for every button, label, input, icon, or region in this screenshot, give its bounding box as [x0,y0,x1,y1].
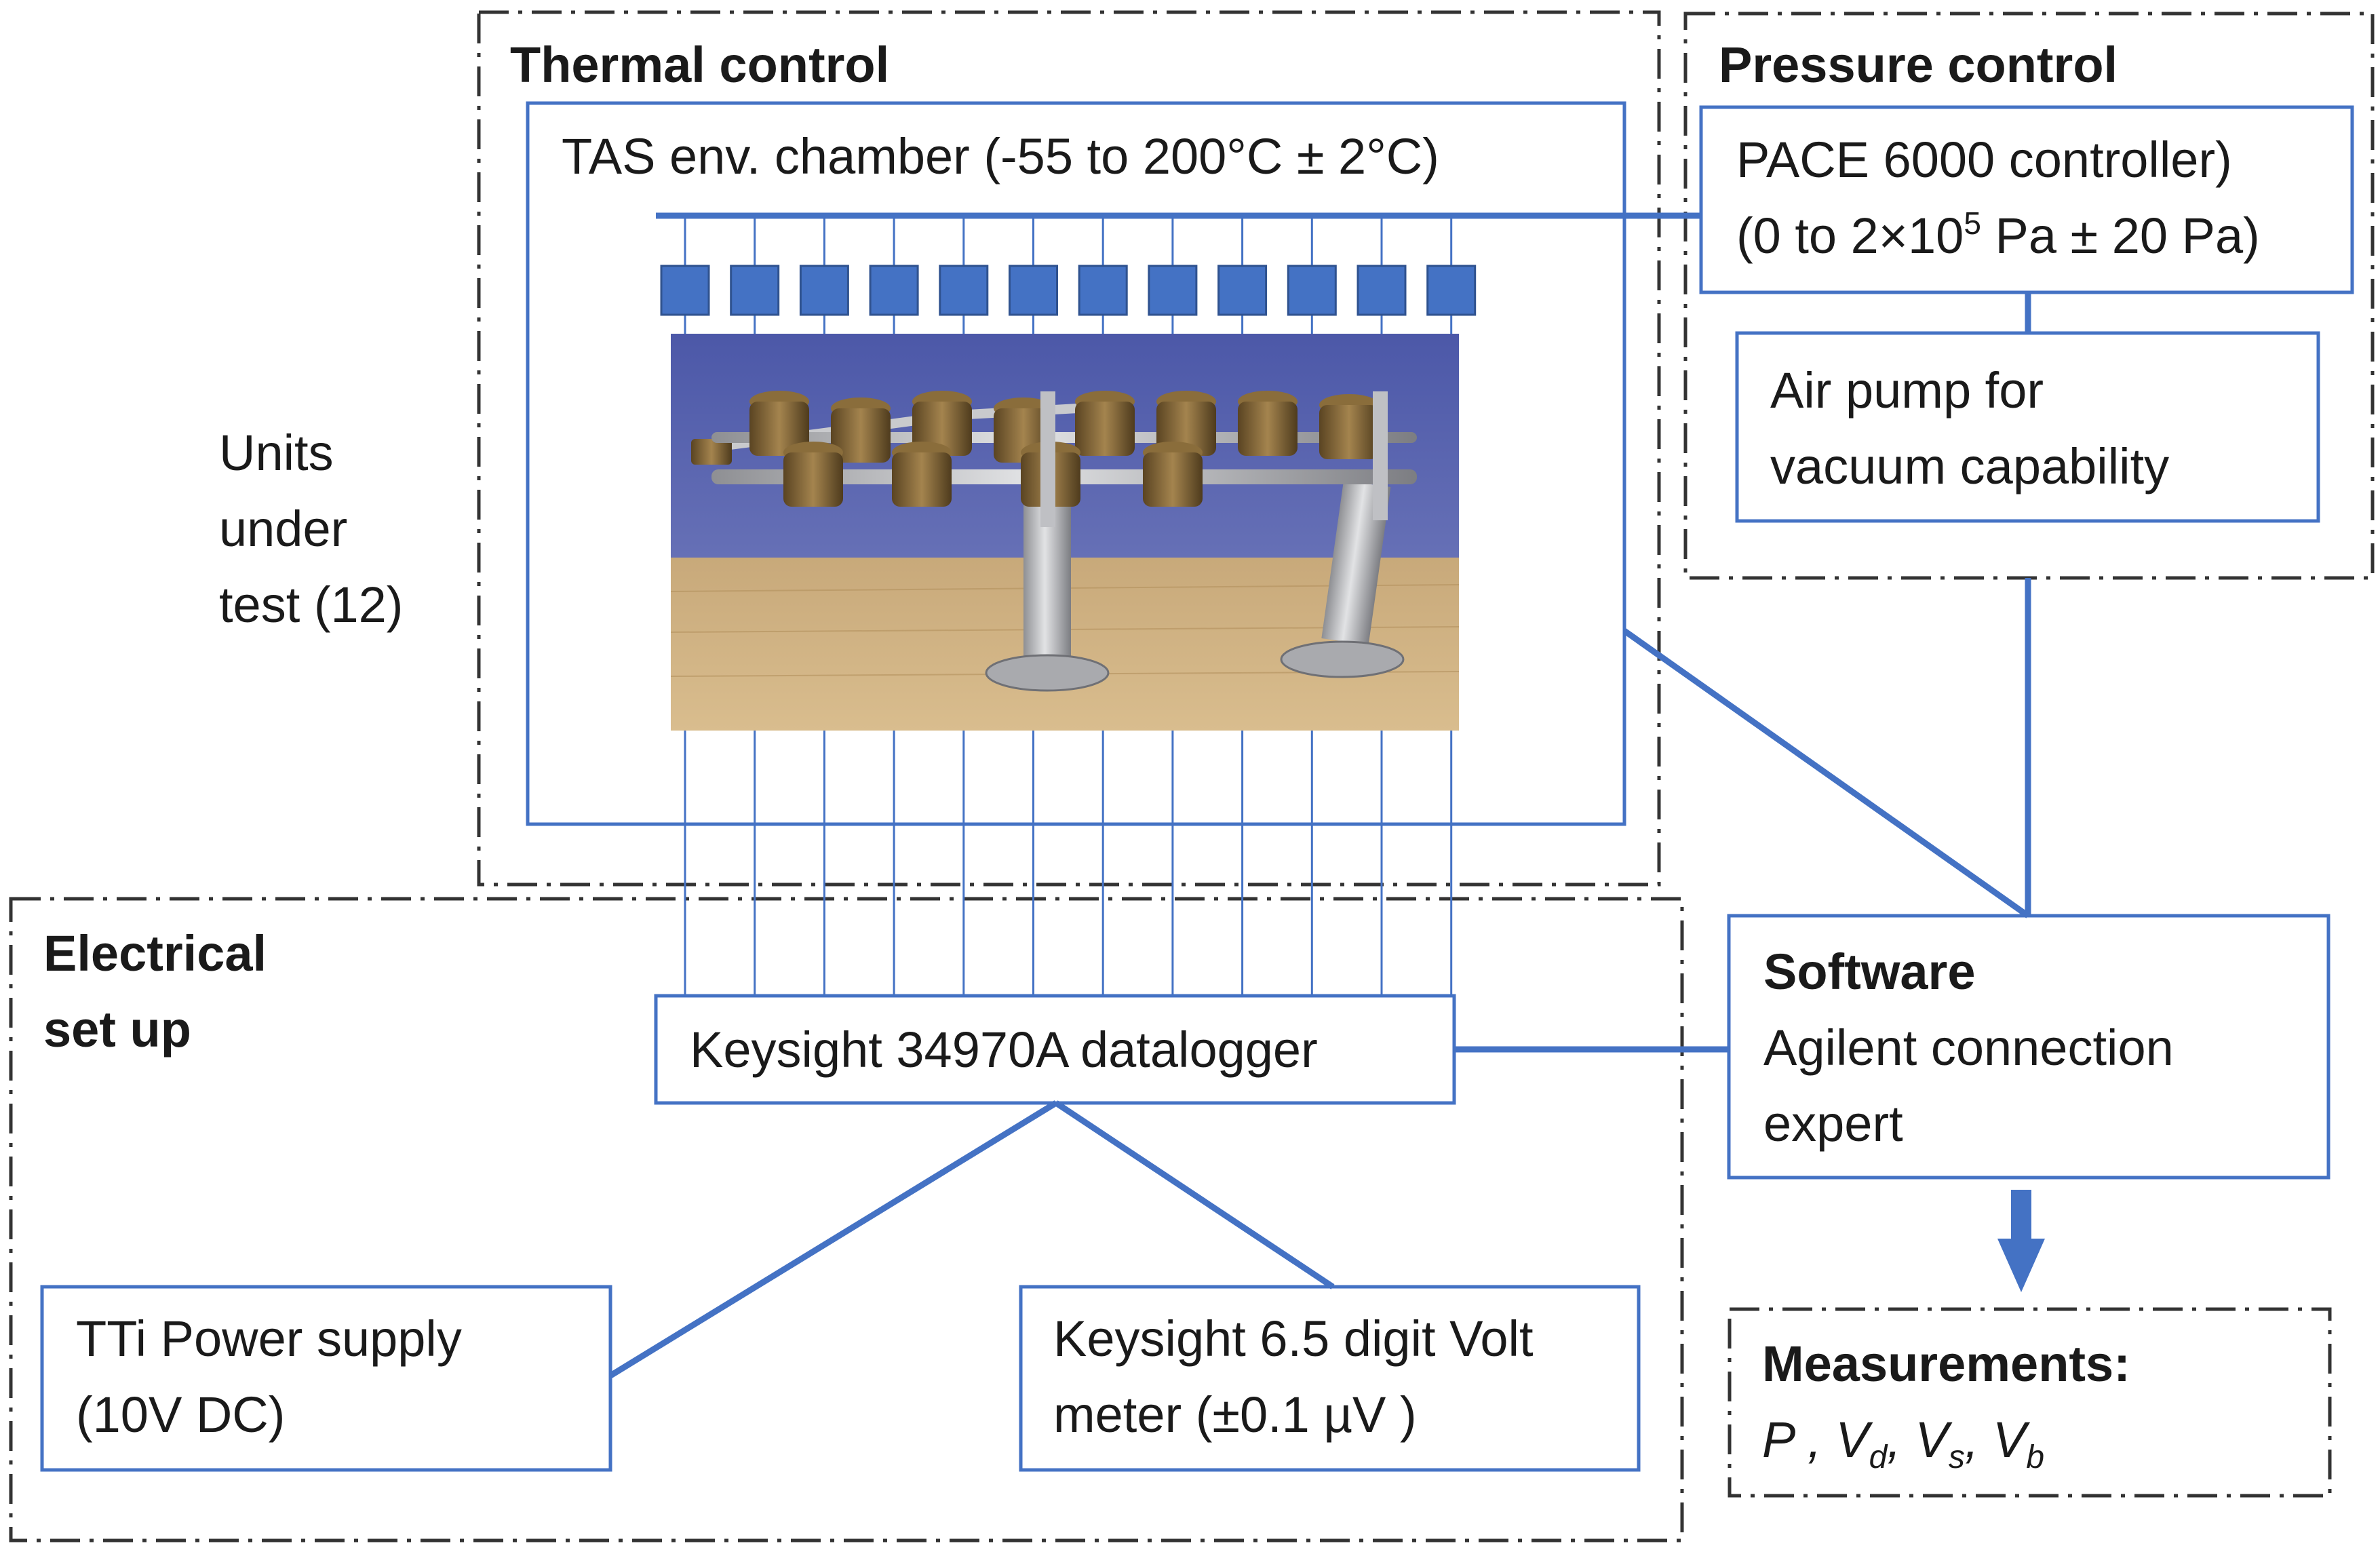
brass-unit-body [749,402,809,456]
uut-label-line1: Units [219,425,334,481]
electrical-setup-title-line1: Electrical [43,925,267,982]
sensor-unit [869,265,919,316]
sensor-unit [730,265,780,316]
chamber-label: TAS env. chamber (-55 to 200°C ± 2°C) [562,128,1439,185]
measurements-title: Measurements: [1762,1336,2130,1392]
chamber-software-link [1622,628,2030,918]
brass-unit-body [1143,452,1203,507]
datalogger-voltmeter-link [1054,1100,1335,1289]
sensor-unit [939,265,989,316]
measurements-variables: P , Vd, Vs, Vb [1762,1412,2045,1475]
sensor-unit [1078,265,1128,316]
software-line1: Agilent connection [1763,1020,2174,1076]
brass-unit-body [1319,405,1379,459]
pace-line1: PACE 6000 controller) [1736,132,2232,188]
arrow-shaft [2011,1190,2031,1239]
brass-unit-body [831,408,891,463]
sensor-unit [1148,265,1198,316]
sensor-unit [799,265,849,316]
voltmeter-line1: Keysight 6.5 digit Volt [1053,1311,1534,1367]
sensor-unit [1217,265,1268,316]
datalogger-label: Keysight 34970A datalogger [690,1022,1318,1078]
sensor-unit [1426,265,1477,316]
brass-unit-body [892,452,952,507]
datalogger-power-link [608,1100,1058,1378]
arrow-head [1997,1239,2045,1292]
brass-unit-body [1238,402,1298,456]
software-title: Software [1763,944,1976,1000]
sensor-unit [1009,265,1058,316]
pump-line2: vacuum capability [1770,438,2170,494]
pace-line2: (0 to 2×105 Pa ± 20 Pa) [1736,206,2260,264]
brass-unit-body [783,452,843,507]
electrical-setup-group [9,897,1684,1543]
voltmeter-line2: meter (±0.1 µV ) [1053,1386,1417,1443]
power-supply-line2: (10V DC) [76,1386,286,1443]
uut-label-line2: under [219,501,348,557]
pump-line1: Air pump for [1770,362,2044,419]
sensor-unit [1357,265,1407,316]
power-supply-line1: TTi Power supply [76,1311,462,1367]
pressure-control-title: Pressure control [1719,37,2118,93]
power-supply-box [40,1285,612,1472]
sensor-unit [660,265,710,316]
sensor-unit [1287,265,1337,316]
thermal-control-group [477,10,1661,887]
uut-label-line3: test (12) [219,577,404,633]
chamber-box [526,101,1626,826]
electrical-setup-title-line2: set up [43,1001,191,1058]
thermal-control-title: Thermal control [510,37,890,93]
uut-photo [671,334,1459,731]
measurements-box [1728,1307,2332,1498]
software-line2: expert [1763,1095,1903,1152]
brass-unit-body [1075,402,1135,456]
